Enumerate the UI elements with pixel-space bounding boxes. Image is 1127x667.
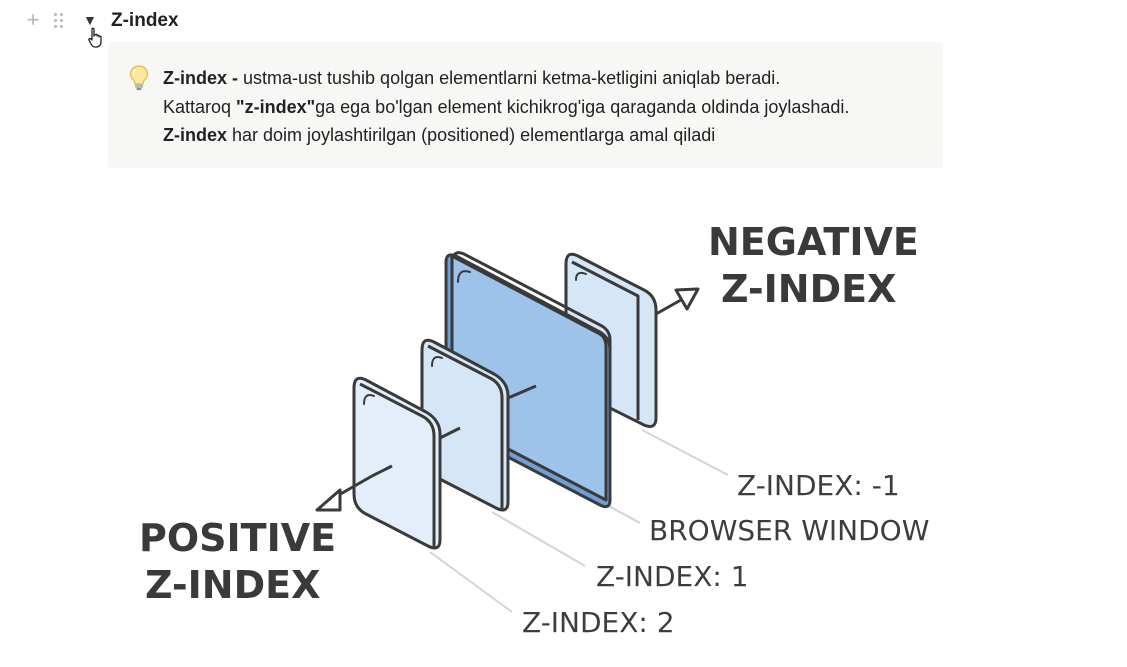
label-z-index-1: Z-INDEX: 1 [596,560,749,593]
callout-line-2: Kattaroq "z-index"ga ega bo'lgan element… [163,93,849,122]
label-z-index-minus-1: Z-INDEX: -1 [737,469,900,502]
lightbulb-icon [129,65,149,90]
label-browser-window: BROWSER WINDOW [649,514,929,547]
layer-z-index-1 [420,338,510,512]
callout-line-3-bold: Z-index [163,125,228,145]
callout-line-3: Z-index har doim joylashtirilgan (positi… [163,121,849,150]
label-z-index-2: Z-INDEX: 2 [522,606,675,639]
toggle-block: + ▼ Z-index [0,0,1127,48]
positive-label-line1: POSITIVE [139,516,336,560]
callout-line-2-bold: "z-index" [236,96,316,117]
callout-line-1-bold: Z-index - [163,68,238,88]
layer-z-index-2 [352,376,442,550]
drag-handle-icon[interactable] [52,11,66,31]
callout-box: Z-index - ustma-ust tushib qolgan elemen… [108,42,943,168]
toggle-heading[interactable]: Z-index [111,10,179,31]
callout-line-3-text: har doim joylashtirilgan (positioned) el… [227,125,716,145]
hand-cursor-icon [88,27,102,48]
positive-label-line2: Z-INDEX [145,563,320,607]
callout-line-1-text: ustma-ust tushib qolgan elementlarni ket… [238,68,781,88]
triangle-down-icon[interactable]: ▼ [83,12,97,28]
callout-text: Z-index - ustma-ust tushib qolgan elemen… [163,64,849,150]
callout-line-2-pre: Kattaroq [163,96,237,117]
negative-label-line2: Z-INDEX [721,267,896,311]
negative-label-line1: NEGATIVE [708,220,919,264]
callout-line-1: Z-index - ustma-ust tushib qolgan elemen… [163,64,849,93]
plus-icon[interactable]: + [26,7,40,32]
callout-line-2-text: ga ega bo'lgan element kichikrog'iga qar… [315,96,850,117]
